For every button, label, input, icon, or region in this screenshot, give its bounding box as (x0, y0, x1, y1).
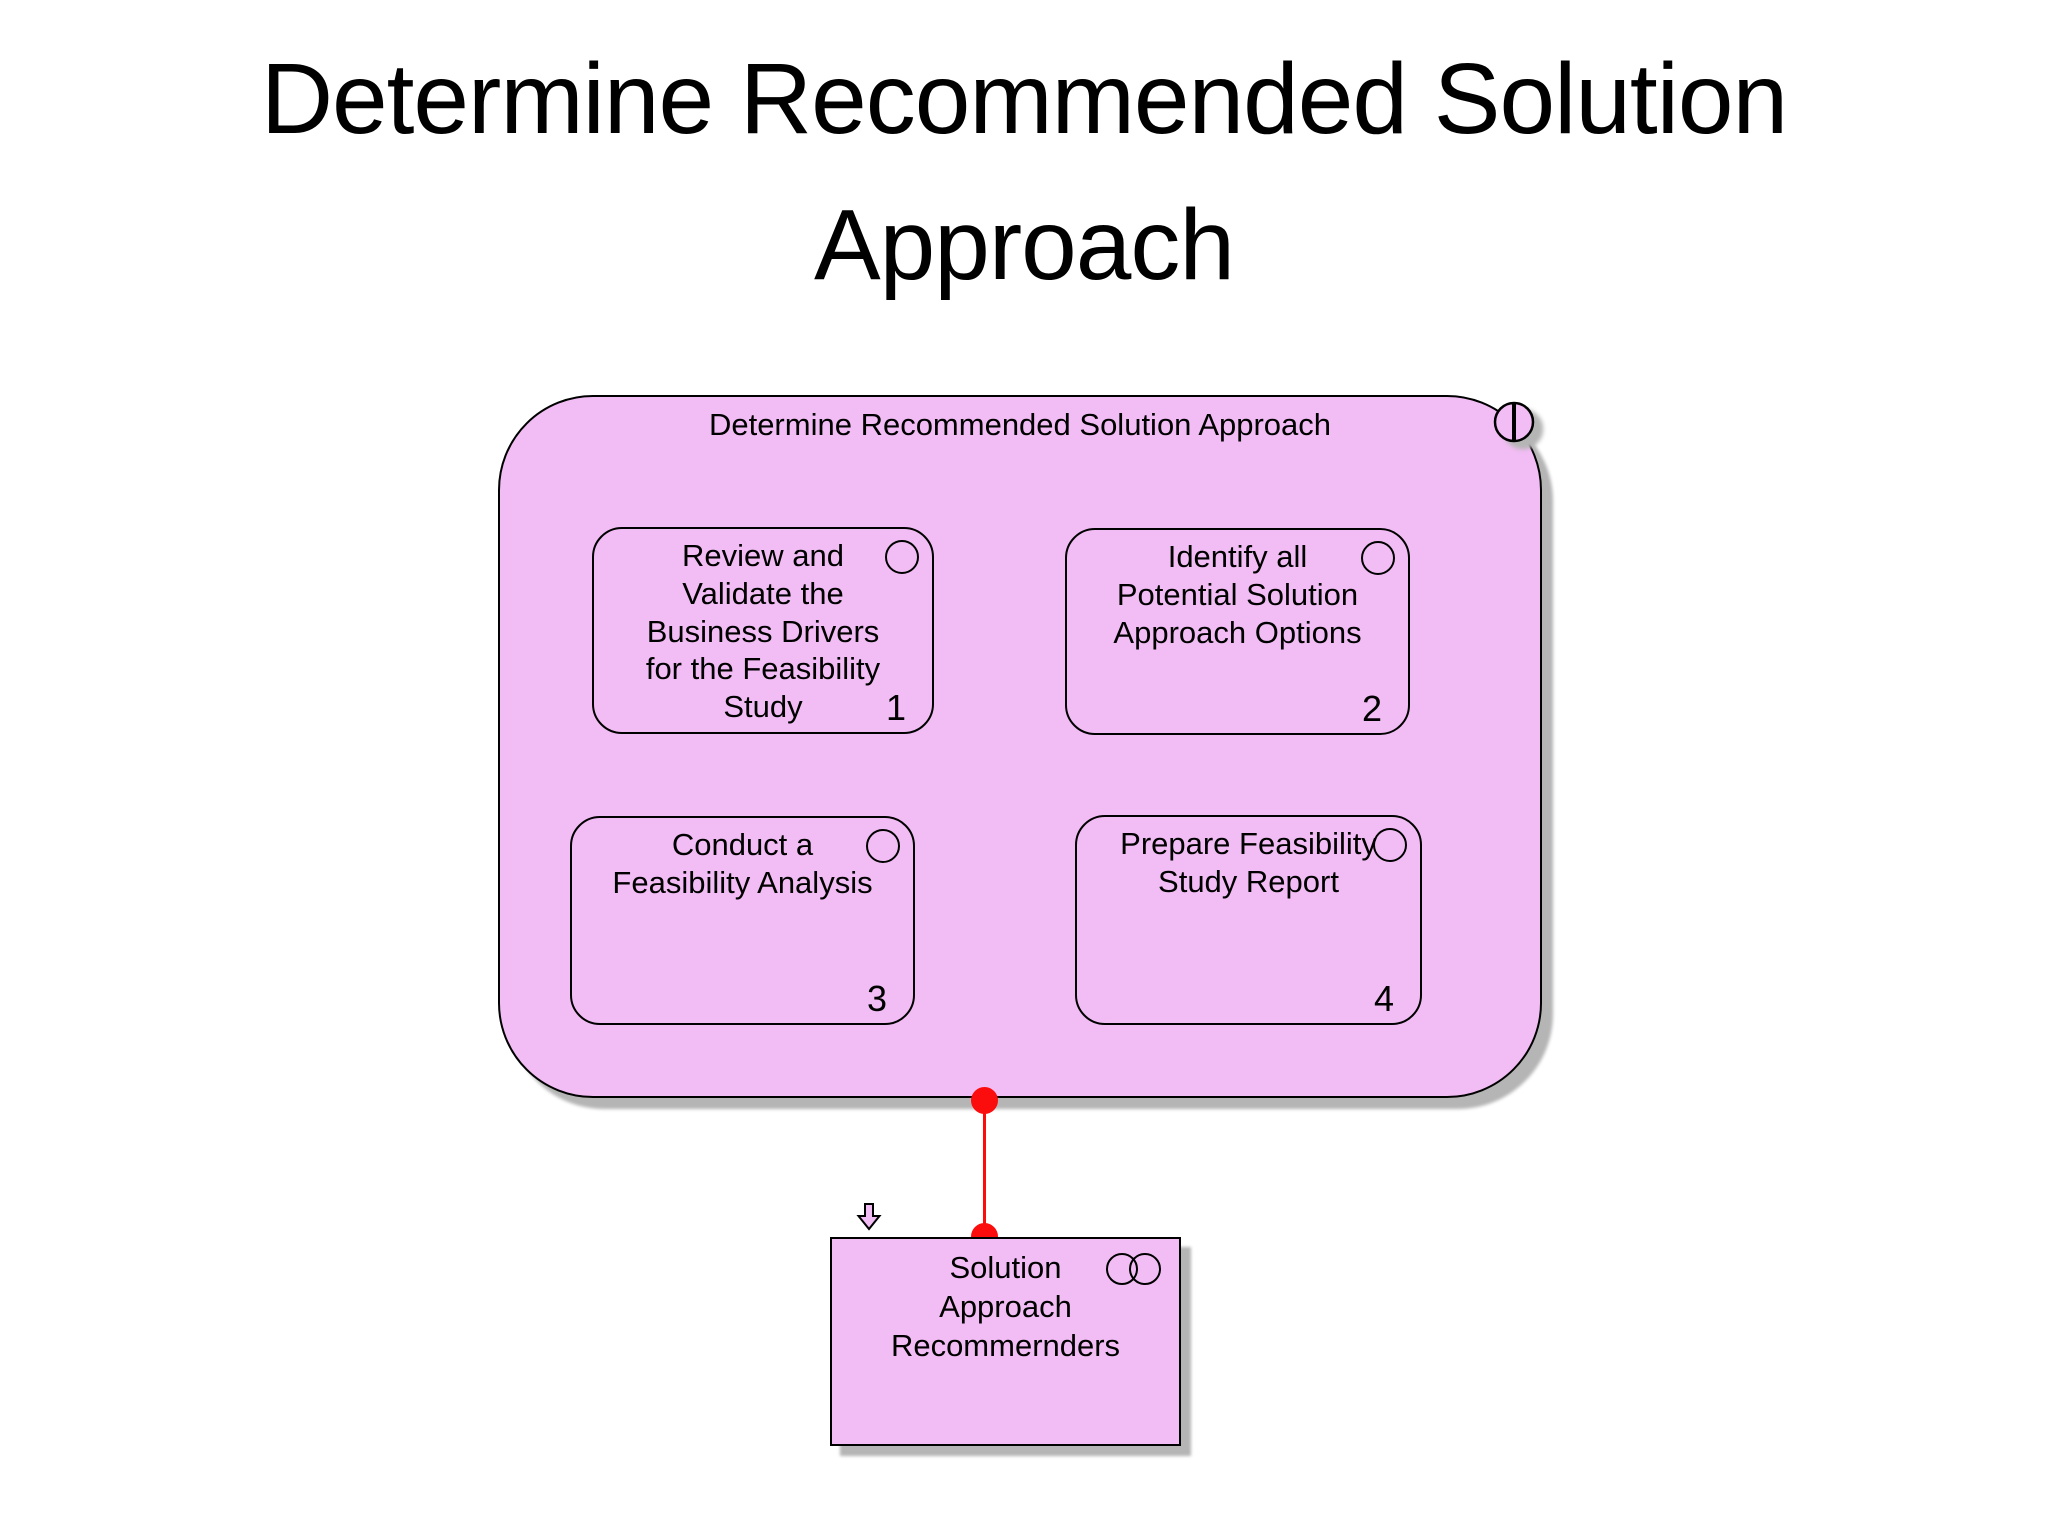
process-label: Identify all Potential Solution Approach… (1113, 539, 1362, 650)
process-group-box: Determine Recommended Solution Approach … (498, 395, 1542, 1098)
overlapping-circles-icon (1106, 1253, 1161, 1285)
process-number: 2 (1361, 688, 1382, 729)
process-group-title: Determine Recommended Solution Approach (708, 407, 1332, 442)
actor-label: Solution Approach Recommernders (890, 1250, 1121, 1363)
page-title: Determine Recommended Solution Approach (260, 43, 1788, 301)
process-label: Review and Validate the Business Drivers… (645, 538, 881, 725)
split-circle-icon (1493, 401, 1535, 443)
process-label: Prepare Feasibility Study Report (1120, 826, 1377, 899)
process-number: 1 (885, 687, 906, 728)
process-label: Conduct a Feasibility Analysis (612, 827, 873, 900)
connector-endpoint-top (971, 1087, 998, 1114)
process-box-3: Conduct a Feasibility Analysis 3 (570, 816, 915, 1025)
circle-icon (866, 829, 900, 863)
connector-line (983, 1100, 986, 1237)
circle-icon (1361, 541, 1395, 575)
down-arrow-icon (856, 1203, 882, 1231)
actor-box: Solution Approach Recommernders (830, 1237, 1181, 1446)
process-box-1: Review and Validate the Business Drivers… (592, 527, 934, 734)
circle-icon (1373, 828, 1407, 862)
process-number: 3 (866, 978, 887, 1019)
process-box-2: Identify all Potential Solution Approach… (1065, 528, 1410, 735)
process-box-4: Prepare Feasibility Study Report 4 (1075, 815, 1422, 1025)
circle-icon (885, 540, 919, 574)
process-number: 4 (1373, 978, 1394, 1019)
